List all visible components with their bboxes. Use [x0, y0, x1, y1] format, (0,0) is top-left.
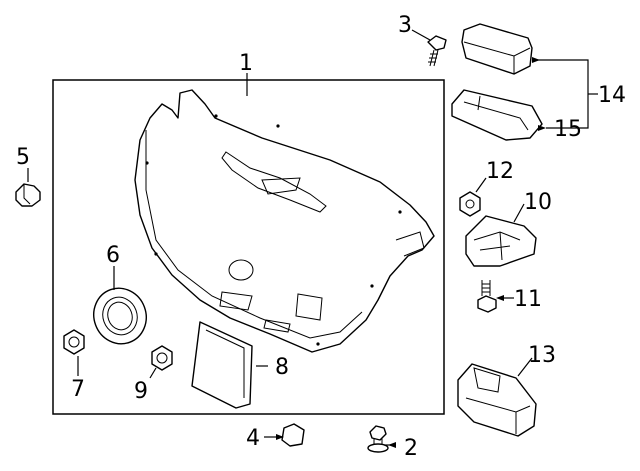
assembly-frame — [52, 79, 445, 415]
callout-3: 3 — [398, 13, 412, 38]
release-switch-part — [457, 363, 537, 437]
callout-1: 1 — [239, 51, 253, 76]
callout-13: 13 — [528, 343, 556, 368]
callout-11: 11 — [514, 287, 542, 312]
clip-part — [281, 423, 305, 447]
callout-5: 5 — [16, 145, 30, 170]
nut-part-9 — [151, 345, 173, 371]
callout-7: 7 — [71, 377, 85, 402]
nut-part-12 — [459, 191, 481, 217]
trim-cover-part — [191, 321, 253, 409]
lamp-assembly-part — [461, 23, 533, 75]
callout-15: 15 — [554, 117, 582, 142]
callout-4: 4 — [246, 426, 260, 451]
screw-part — [427, 35, 447, 67]
callout-9: 9 — [134, 379, 148, 404]
lock-actuator-part — [465, 215, 537, 267]
callout-6: 6 — [106, 243, 120, 268]
trim-panel-part — [134, 89, 435, 353]
flange-nut-part — [63, 329, 85, 355]
callout-14: 14 — [598, 83, 626, 108]
callout-10: 10 — [524, 190, 552, 215]
speaker-bezel-part — [93, 287, 147, 345]
callout-8: 8 — [275, 355, 289, 380]
grommet-part — [15, 183, 41, 207]
push-clip-part — [367, 425, 389, 453]
lamp-housing-part — [451, 89, 543, 141]
callout-2: 2 — [404, 436, 418, 461]
bolt-part — [477, 280, 497, 313]
callout-12: 12 — [486, 159, 514, 184]
